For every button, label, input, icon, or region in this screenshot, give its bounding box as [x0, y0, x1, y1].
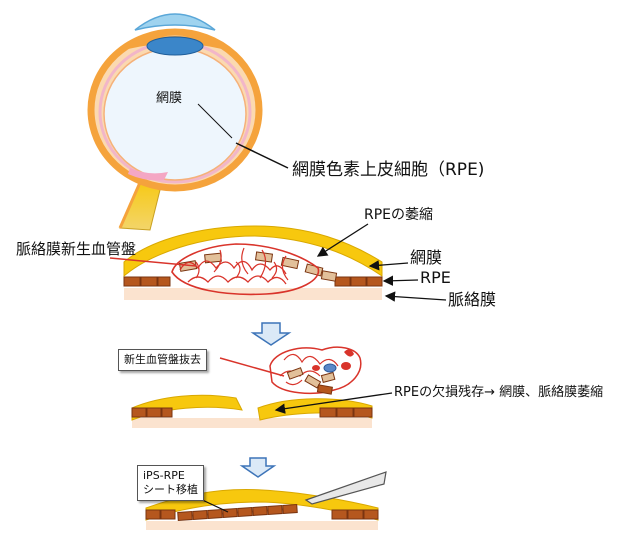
label-ips-line1: iPS-RPE: [143, 469, 185, 482]
panel1-cnv-membrane: [171, 243, 320, 296]
panel3-choroid-layer: [146, 521, 378, 530]
rpe-atrophy-arrow: [316, 223, 369, 257]
panel3-cross-section: [145, 471, 387, 530]
cnv-removal-pointer: [219, 357, 285, 377]
eyeball-illustration: [87, 13, 263, 231]
label-rpe-full: 網膜色素上皮細胞（RPE): [292, 160, 485, 180]
retina-side-arrow: [368, 260, 409, 271]
down-arrow-1: [250, 322, 292, 346]
eye-lens: [146, 36, 204, 56]
eye-vitreous: [103, 47, 247, 181]
panel1-retina-layer: [123, 225, 383, 278]
eye-macula: [128, 168, 168, 181]
rpe-defect-arrow: [274, 392, 393, 414]
removed-cnv-membrane: [269, 346, 362, 395]
down-arrow-2: [239, 457, 277, 478]
ips-rpe-sheet: [177, 503, 298, 522]
label-ips-line2: シート移植: [143, 482, 198, 496]
label-retina-side: 網膜: [410, 248, 443, 267]
label-rpe-atrophy: RPEの萎縮: [364, 207, 434, 223]
rpe-side-arrow: [382, 275, 419, 286]
label-rpe-side: RPE: [420, 268, 451, 287]
surgical-instrument: [304, 471, 387, 505]
retina-leader-line: [197, 103, 233, 139]
panel2-cross-section: [131, 394, 373, 428]
label-cnv-removal: 新生血管盤抜去: [118, 349, 207, 371]
rpe-leader-line: [235, 142, 289, 169]
eye-cornea: [134, 13, 216, 31]
label-ips-rpe-sheet: iPS-RPE シート移植: [137, 465, 204, 501]
panel2-retina-right: [257, 398, 373, 421]
panel2-choroid-layer: [132, 418, 372, 428]
label-rpe-defect: RPEの欠損残存→ 網膜、脈絡膜萎縮: [394, 385, 604, 400]
label-retina-eye: 網膜: [156, 91, 183, 106]
cnv-pointer-line: [109, 257, 197, 267]
choroid-side-arrow: [384, 291, 447, 302]
label-choroid-side: 脈絡膜: [448, 290, 497, 309]
label-cnv: 脈絡膜新生血管盤: [16, 240, 137, 258]
